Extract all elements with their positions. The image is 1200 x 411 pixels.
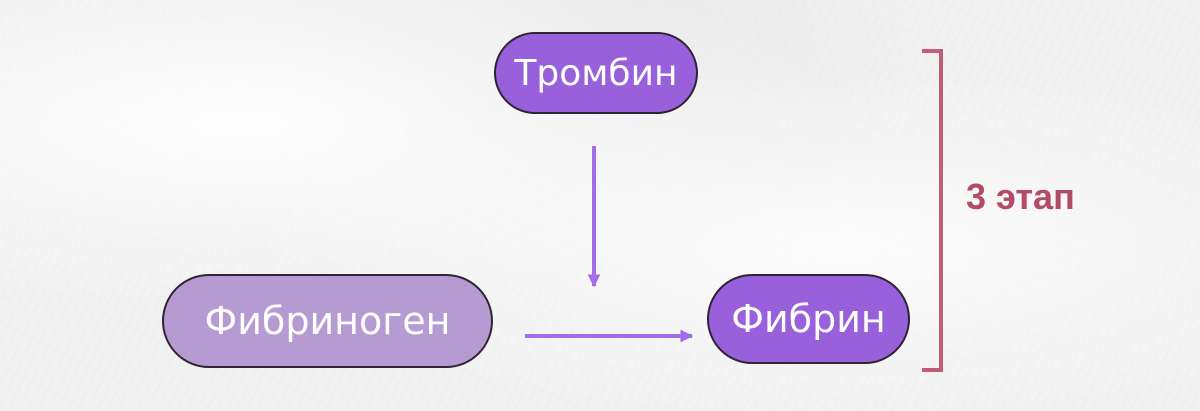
fibrinogen-node: Фибриноген	[162, 274, 493, 368]
stage-bracket	[922, 49, 943, 372]
fibrinogen-label: Фибриноген	[204, 299, 451, 343]
fibrin-label: Фибрин	[731, 297, 886, 341]
thrombin-node: Тромбин	[494, 32, 698, 114]
stage-label: 3 этап	[966, 176, 1075, 217]
fibrin-node: Фибрин	[707, 274, 910, 364]
thrombin-label: Тромбин	[514, 52, 678, 94]
